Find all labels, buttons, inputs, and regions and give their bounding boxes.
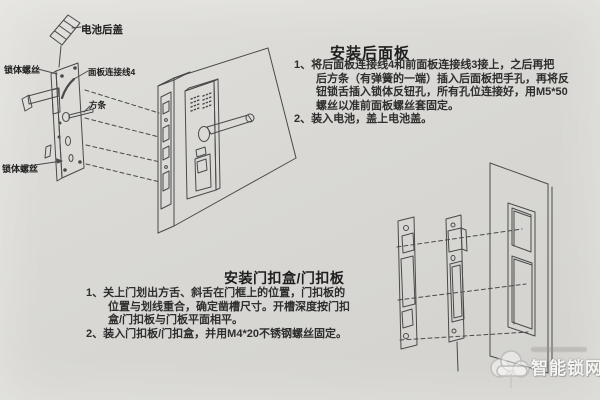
alignment-dashes-left <box>84 89 161 183</box>
back-panel-step-2: 2、装入电池，盖上电池盖。 <box>294 113 433 125</box>
install-strike-steps: 1、关上门划出方舌、斜舌在门框上的位置，门扣板的 位置与划线重合，确定凿槽尺寸。… <box>86 287 408 341</box>
screw-leader-lines <box>27 68 63 167</box>
square-bar-label: 方条 <box>89 100 107 110</box>
speaker-dots <box>190 92 212 112</box>
door-frame <box>489 162 553 376</box>
rear-lock-body <box>44 62 94 182</box>
panel-cable-label: 面板连接线4 <box>88 67 136 77</box>
front-panel <box>184 78 255 200</box>
strike-box <box>445 214 468 372</box>
install-strike-title: 安装门扣盒/门扣板 <box>224 270 345 286</box>
install-back-panel-steps: 1、将后面板连接线4和前面板连接线3接上，之后再把 后方条（有弹簧的一端）插入后… <box>294 59 600 127</box>
strike-step-2: 2、装入门扣板/门扣盒，并用M4*20不锈钢螺丝固定。 <box>86 327 347 340</box>
lock-body-screw-bottom-label: 锁体螺丝 <box>2 164 39 174</box>
strike-step-1: 1、关上门划出方舌、斜舌在门框上的位置，门扣板的 位置与划线重合，确定凿槽尺寸。… <box>86 287 350 326</box>
battery-cover-part <box>49 14 82 68</box>
back-panel-step-1: 1、将后面板连接线4和前面板连接线3接上，之后再把 后方条（有弹簧的一端）插入后… <box>294 59 569 112</box>
rear-handle <box>21 87 61 115</box>
install-back-panel-title: 安装后面板 <box>330 45 411 62</box>
watermark-brand: 智能锁网 <box>531 359 600 378</box>
alignment-dashes-right <box>396 228 529 341</box>
watermark-cloud-icon <box>490 350 530 388</box>
strike-plate <box>397 216 418 350</box>
battery-cover-label: 电池后盖 <box>81 24 123 36</box>
watermark-small-text <box>531 347 587 352</box>
door-edge <box>157 47 297 234</box>
lock-body-screw-top-label: 锁体螺丝 <box>4 65 41 75</box>
